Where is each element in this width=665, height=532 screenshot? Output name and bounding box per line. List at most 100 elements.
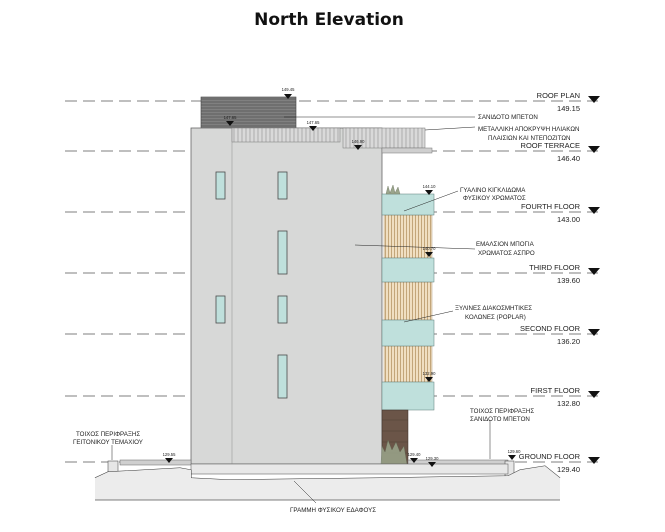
spot-level-label: 149.45: [282, 87, 295, 92]
window: [277, 230, 288, 275]
level-marker-icon: [588, 207, 600, 214]
annotations: ΣΑΝΙΔΟΤΟ ΜΠΕΤΟΝ ΜΕΤΑΛΛΙΚΗ ΑΠΟΚΡΥΨΗ ΗΛΙΑΚ…: [73, 114, 580, 514]
spot-level-label: 129.55: [163, 452, 176, 457]
wood-column-band: [383, 281, 433, 321]
note-fence-left-line-2: ΓΕΙΤΟΝΙΚΟΥ ΤΕΜΑΧΙΟΥ: [73, 439, 143, 446]
wood-columns: [383, 214, 433, 383]
spot-level-icon: [425, 377, 433, 382]
note-sanidoto-top: ΣΑΝΙΔΟΤΟ ΜΠΕΤΟΝ: [478, 114, 538, 121]
note-wood-line-1: ΞΥΛΙΝΕΣ ΔΙΑΚΟΣΜΗΤΙΚΕΣ: [455, 305, 532, 312]
level-name-third-floor: THIRD FLOOR: [529, 263, 580, 272]
terrace-parapet: [231, 127, 341, 143]
level-name-fourth-floor: FOURTH FLOOR: [521, 202, 581, 211]
spot-level-icon: [425, 190, 433, 195]
spot-level-marker: 132.90: [423, 371, 436, 382]
note-metalliki-line-2: ΠΛΑΙΣΙΩΝ ΚΑΙ ΝΤΕΠΟΖΙΤΩΝ: [488, 135, 570, 142]
level-elev-ground-floor: 129.40: [557, 465, 580, 474]
level-marker-icon: [588, 268, 600, 275]
spot-level-icon: [428, 462, 436, 467]
level-name-first-floor: FIRST FLOOR: [531, 386, 581, 395]
level-elev-roof-plan: 149.15: [557, 104, 580, 113]
note-fence-left-line-1: ΤΟΙΧΟΣ ΠΕΡΙΦΡΑΞΗΣ: [76, 431, 140, 438]
note-ground-line: ΓΡΑΜΜΗ ΦΥΣΙΚΟΥ ΕΔΑΦΟΥΣ: [290, 507, 376, 514]
spot-level-label: 140.70: [423, 246, 436, 251]
glass-balustrade: [381, 257, 435, 283]
spot-level-label: 147.65: [307, 120, 320, 125]
spot-level-label: 147.65: [224, 115, 237, 120]
level-marker-icon: [588, 329, 600, 336]
note-paint-line-2: ΧΡΩΜΑΤΟΣ ΑΣΠΡΟ: [478, 250, 535, 257]
spot-level-marker: 129.40: [408, 452, 421, 463]
spot-level-icon: [508, 455, 516, 460]
spot-level-label: 146.90: [352, 139, 365, 144]
note-glass-line-1: ΓΥΑΛΙΝΟ ΚΙΓΚΛΙΔΩΜΑ: [460, 187, 526, 194]
window: [215, 171, 226, 200]
level-elev-third-floor: 139.60: [557, 276, 580, 285]
level-elev-second-floor: 136.20: [557, 337, 580, 346]
window: [277, 354, 288, 399]
spot-level-marker: 147.65: [307, 120, 320, 131]
leader-line: [403, 190, 459, 212]
drawing-title: North Elevation: [254, 10, 404, 30]
spot-level-label: 129.30: [426, 456, 439, 461]
level-name-ground-floor: GROUND FLOOR: [519, 452, 581, 461]
level-name-second-floor: SECOND FLOOR: [520, 324, 581, 333]
note-glass-line-2: ΦΥΣΙΚΟΥ ΧΡΩΜΑΤΟΣ: [463, 195, 526, 202]
spot-levels: 149.45 147.65 147.65 146.90 144.10 140.7…: [163, 87, 521, 467]
spot-level-marker: 147.65: [224, 115, 237, 126]
level-marker-icon: [588, 96, 600, 103]
level-elev-first-floor: 132.80: [557, 399, 580, 408]
spot-level-marker: 129.55: [163, 452, 176, 463]
leader-lines: [111, 116, 491, 504]
window: [277, 295, 288, 324]
level-labels: ROOF PLAN 149.15 ROOF TERRACE 146.40 FOU…: [519, 91, 581, 474]
leader-line: [293, 480, 317, 504]
spot-level-label: 129.60: [508, 449, 521, 454]
level-marker-icon: [588, 146, 600, 153]
glass-balustrades: [381, 193, 435, 411]
building-slab: [190, 463, 509, 475]
glass-balustrade: [381, 193, 435, 216]
glass-balustrade: [381, 381, 435, 411]
planter-plants: [385, 184, 401, 195]
spot-level-marker: 129.60: [508, 449, 521, 460]
spot-level-icon: [425, 252, 433, 257]
level-elev-fourth-floor: 143.00: [557, 215, 580, 224]
spot-level-label: 132.90: [423, 371, 436, 376]
note-fence-right-line-2: ΣΑΝΙΔΟΤΟ ΜΠΕΤΟΝ: [470, 416, 530, 423]
terrace-edge: [381, 147, 433, 154]
window: [277, 171, 288, 200]
ground-shrubs: [380, 439, 408, 465]
level-marker-icon: [588, 391, 600, 398]
level-elev-roof-terrace: 146.40: [557, 154, 580, 163]
level-markers: [588, 96, 600, 464]
level-marker-icon: [588, 457, 600, 464]
spot-level-icon: [410, 458, 418, 463]
window: [215, 295, 226, 324]
spot-level-marker: 129.30: [426, 456, 439, 467]
glass-balustrade: [381, 319, 435, 347]
spot-level-icon: [226, 121, 234, 126]
roof-box: [200, 96, 297, 129]
spot-level-marker: 146.90: [352, 139, 365, 150]
leader-line: [354, 244, 476, 250]
spot-level-marker: 140.70: [423, 246, 436, 257]
windows: [215, 171, 288, 399]
spot-level-marker: 144.10: [423, 184, 436, 195]
leader-line: [424, 126, 476, 131]
spot-level-marker: 149.45: [282, 87, 295, 99]
fence-wall-left: [119, 459, 192, 466]
level-name-roof-plan: ROOF PLAN: [537, 91, 580, 100]
note-wood-line-2: ΚΟΛΩΝΕΣ (POPLAR): [465, 314, 526, 321]
note-fence-right-line-1: ΤΟΙΧΟΣ ΠΕΡΙΦΡΑΞΗΣ: [470, 408, 534, 415]
spot-level-icon: [284, 94, 292, 99]
ground-fill: [95, 466, 560, 500]
spot-level-label: 144.10: [423, 184, 436, 189]
note-metalliki-line-1: ΜΕΤΑΛΛΙΚΗ ΑΠΟΚΡΥΨΗ ΗΛΙΑΚΩΝ: [478, 126, 580, 133]
leader-line: [403, 310, 454, 323]
spot-level-icon: [165, 458, 173, 463]
spot-level-icon: [309, 126, 317, 131]
spot-level-icon: [354, 145, 362, 150]
spot-level-label: 129.40: [408, 452, 421, 457]
